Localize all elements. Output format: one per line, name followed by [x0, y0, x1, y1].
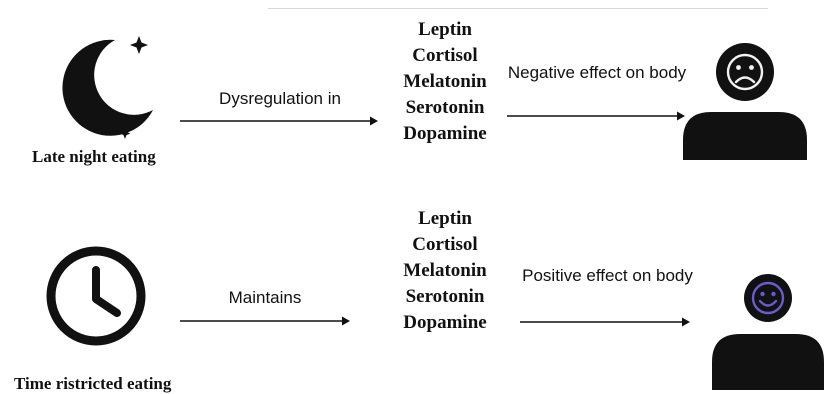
- hormone-list: Leptin Cortisol Melatonin Serotonin Dopa…: [385, 206, 505, 336]
- hormone-item: Cortisol: [412, 234, 478, 255]
- hormone-item: Serotonin: [405, 97, 485, 118]
- hormone-item: Leptin: [418, 19, 472, 40]
- clock-icon: [46, 246, 146, 346]
- edge-label: Positive effect on body: [522, 266, 693, 285]
- sad-person-icon: [683, 43, 807, 160]
- edge-label: Negative effect on body: [507, 63, 687, 82]
- top-divider-line: [268, 8, 768, 9]
- happy-person-icon: [712, 274, 824, 390]
- hormone-item: Dopamine: [403, 312, 487, 333]
- hormone-item: Dopamine: [403, 123, 487, 144]
- hormone-item: Leptin: [418, 208, 472, 229]
- arrow-icon: [180, 116, 378, 126]
- edge-label: Dysregulation in: [219, 89, 341, 108]
- hormone-list: Leptin Cortisol Melatonin Serotonin Dopa…: [385, 17, 505, 147]
- arrow-icon: [507, 111, 685, 121]
- source-label: Late night eating: [32, 147, 156, 166]
- hormone-item: Melatonin: [403, 71, 487, 92]
- hormone-item: Melatonin: [403, 260, 487, 281]
- arrow-icon: [520, 317, 690, 327]
- source-label: Time ristricted eating: [14, 374, 172, 393]
- hormone-item: Cortisol: [412, 45, 478, 66]
- hormone-item: Serotonin: [405, 286, 485, 307]
- arrow-icon: [180, 316, 350, 326]
- edge-label: Maintains: [228, 288, 302, 307]
- moon-stars-icon: [62, 36, 153, 139]
